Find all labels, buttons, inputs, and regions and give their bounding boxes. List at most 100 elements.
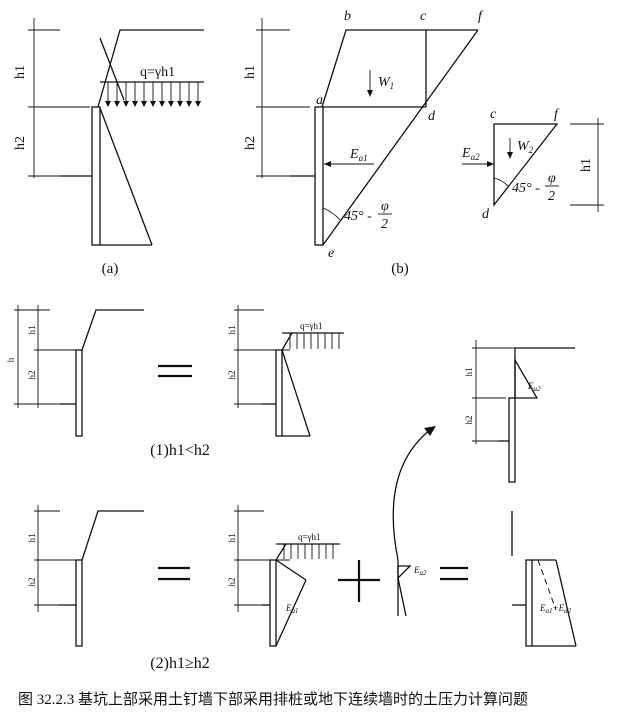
- ground-surface: [81, 309, 144, 351]
- ea2-label: Ea2: [527, 381, 541, 393]
- diagram-a: h1 h2 q=γh1 (a): [13, 18, 204, 277]
- plus-sign: [338, 560, 380, 602]
- caption-b: (b): [391, 261, 409, 277]
- pressure-line: [555, 559, 577, 647]
- surcharge-label: q=γh1: [140, 65, 175, 80]
- transfer-arrow: [392, 426, 436, 561]
- h1-label: h1: [227, 326, 237, 335]
- retaining-wall: [275, 349, 283, 437]
- h1-label: h1: [579, 158, 594, 172]
- ground-surface: [321, 29, 478, 108]
- h-label: h: [6, 357, 16, 362]
- h2-label: h2: [13, 136, 28, 150]
- retaining-wall: [75, 349, 83, 437]
- angle-two: 2: [381, 217, 388, 232]
- angle-arc: [322, 207, 341, 221]
- retaining-wall: [508, 397, 516, 483]
- case2-ea2-piece: Ea2: [397, 560, 427, 617]
- equals-sign: [158, 364, 192, 378]
- ea1-label: Ea1: [285, 603, 299, 615]
- case1-middle: h1 h2 q=γh1 (1)h1<h2: [150, 305, 344, 459]
- h1-label: h1: [464, 368, 474, 377]
- diagram-b: h1 h2 a b c f d e W1 Ea1 45° - φ 2 (b): [243, 9, 484, 277]
- surcharge-label: q=γh1: [300, 321, 323, 331]
- pressure-line: [281, 349, 311, 437]
- angle-arc: [493, 177, 509, 187]
- dimension-line: [234, 505, 290, 612]
- point-c-label: c: [420, 9, 427, 24]
- case2-left: h1 h2: [27, 505, 144, 647]
- dimension-line: [34, 505, 78, 612]
- h1-label: h1: [243, 65, 258, 79]
- dimension-line: [28, 18, 90, 178]
- case1-left: h h1 h2: [6, 305, 144, 437]
- w2-label: W2: [517, 139, 534, 155]
- surcharge-arrows: [283, 544, 334, 559]
- ground-surface: [97, 29, 204, 108]
- h2-label: h2: [243, 136, 258, 150]
- h1-label: h1: [27, 534, 37, 543]
- retaining-wall: [314, 106, 324, 246]
- surcharge-arrows: [289, 333, 340, 349]
- caption-a: (a): [102, 261, 119, 277]
- ea2-arrow: [462, 161, 494, 167]
- retaining-wall: [525, 559, 533, 647]
- slip-surface-ef: [322, 29, 479, 246]
- angle-phi-2: φ: [548, 171, 556, 186]
- equals-sign: [158, 566, 190, 581]
- figure-caption: 图 32.2.3 基坑上部采用土钉墙下部采用排桩或地下连续墙时的土压力计算问题: [18, 690, 528, 708]
- ea1-label: Ea1: [349, 147, 368, 163]
- pressure-line: [99, 107, 153, 246]
- point-e-label: e: [328, 246, 334, 261]
- h2-label: h2: [227, 578, 237, 587]
- h2-label: h2: [227, 371, 237, 380]
- point-f-label: f: [478, 9, 484, 24]
- h1-label: h1: [13, 65, 28, 79]
- h2-label: h2: [27, 371, 37, 380]
- ea2-label: Ea2: [461, 146, 480, 162]
- dimension-line: [14, 305, 80, 408]
- retaining-wall: [75, 559, 83, 647]
- ea2-small-triangle: [397, 565, 412, 580]
- ea2-label: Ea2: [413, 565, 427, 577]
- point-b-label: b: [344, 9, 351, 24]
- case2-middle: h1 h2 q=γh1 Ea1: [227, 505, 340, 647]
- case1-label: (1)h1<h2: [150, 442, 210, 459]
- angle-two-2: 2: [548, 189, 555, 204]
- surcharge-label: q=γh1: [298, 532, 321, 542]
- dimension-line: [472, 340, 520, 444]
- esum-label: Ea1+Ea2: [539, 603, 572, 615]
- surcharge-arrows: [105, 82, 201, 107]
- pressure-line: [275, 579, 307, 647]
- triangle-cdf: [493, 123, 559, 207]
- diagram-b-triangle: c f d W2 Ea2 45° - φ 2 h1: [461, 107, 604, 222]
- w1-arrow: [367, 70, 373, 97]
- slip-line: [99, 37, 125, 101]
- h1-label: h1: [227, 534, 237, 543]
- angle-label-2: 45° -: [512, 181, 540, 196]
- case2-label: (2)h1≥h2: [150, 655, 209, 672]
- point-f2-label: f: [554, 107, 560, 122]
- retaining-wall: [269, 559, 277, 647]
- h1-label: h1: [27, 326, 37, 335]
- point-d2-label: d: [482, 207, 490, 222]
- dimension-line: [256, 18, 310, 178]
- case1-right: h1 h2 Ea2: [464, 340, 575, 483]
- ea2-triangle: [514, 357, 539, 399]
- point-c2-label: c: [490, 107, 497, 122]
- case2-right: Ea1+Ea2: [511, 511, 577, 647]
- equals-sign: [440, 566, 468, 581]
- ground-surface: [81, 510, 144, 561]
- retaining-wall: [91, 106, 101, 246]
- h2-label: h2: [464, 416, 474, 425]
- dashed-line: [537, 559, 557, 611]
- h2-label: h2: [27, 578, 37, 587]
- point-d-label: d: [428, 109, 436, 124]
- ea1-arrow: [324, 161, 374, 167]
- angle-phi: φ: [381, 199, 389, 214]
- w2-arrow: [507, 138, 513, 159]
- w1-label: W1: [378, 75, 394, 91]
- dimension-line: [570, 118, 604, 212]
